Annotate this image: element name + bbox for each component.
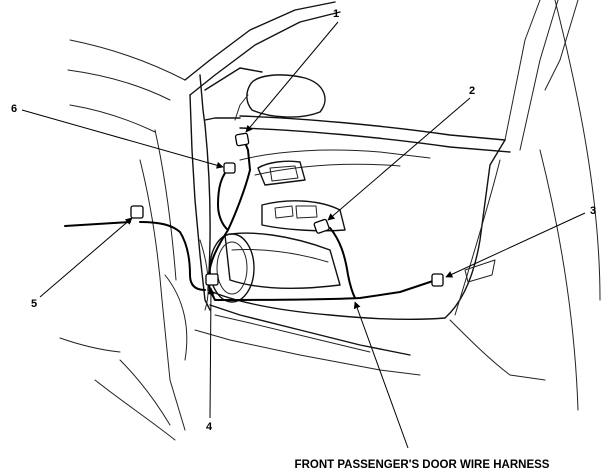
- leader-harness: [353, 301, 409, 449]
- callout-6: 6: [11, 103, 17, 115]
- connector-3: [431, 273, 444, 287]
- leader-5: [39, 217, 133, 298]
- connector-1: [234, 132, 250, 147]
- callout-1: 1: [333, 8, 339, 20]
- connectors: [130, 132, 444, 287]
- leader-1: [245, 21, 339, 133]
- connector-5: [130, 205, 144, 219]
- leader-6: [21, 109, 224, 169]
- leader-2: [327, 97, 471, 221]
- leader-lines: [21, 21, 586, 449]
- wire-harness: [64, 139, 437, 301]
- connector-6: [223, 162, 236, 174]
- body-outline: [59, 39, 188, 441]
- callout-5: 5: [31, 298, 37, 310]
- harness-caption: FRONT PASSENGER'S DOOR WIRE HARNESS: [295, 459, 550, 471]
- callout-labels: 1 2 3 4 5 6: [11, 8, 596, 433]
- leader-3: [445, 212, 586, 278]
- callout-4: 4: [206, 421, 213, 433]
- callout-3: 3: [590, 205, 596, 217]
- leader-4: [207, 287, 215, 419]
- door-frame: [184, 0, 601, 311]
- door-panel: [194, 124, 579, 411]
- side-mirror: [204, 67, 326, 121]
- connector-4: [205, 273, 219, 286]
- connector-2: [313, 218, 330, 234]
- callout-2: 2: [469, 85, 475, 97]
